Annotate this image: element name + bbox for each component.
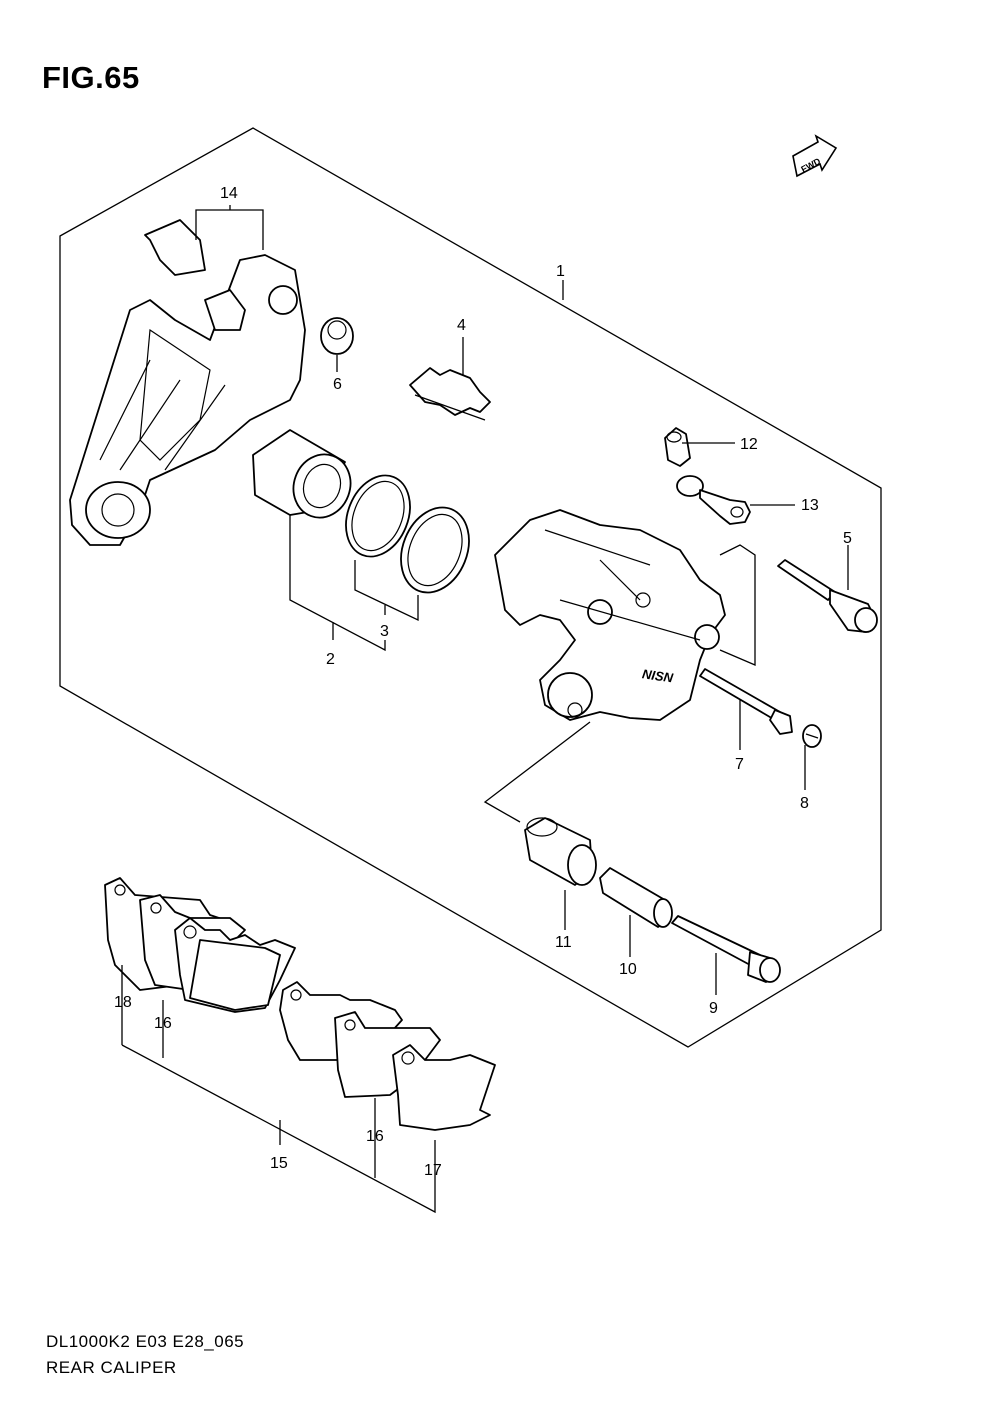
pad-pin-plug-part xyxy=(802,724,822,748)
callout-14: 14 xyxy=(220,185,238,202)
piston-part xyxy=(252,429,352,519)
callout-16b: 16 xyxy=(366,1128,384,1145)
assembly-boundary xyxy=(59,127,882,1048)
callout-1: 1 xyxy=(556,263,565,280)
bushing-part xyxy=(599,867,673,928)
leader-lines xyxy=(121,205,849,1214)
rubber-sleeve-part xyxy=(524,817,597,886)
callout-11: 11 xyxy=(555,934,572,951)
callout-15: 15 xyxy=(270,1155,288,1172)
brake-pad-set-upper xyxy=(104,877,296,1013)
bleeder-cap-part xyxy=(676,475,751,525)
callout-12: 12 xyxy=(740,436,758,453)
caliper-logo: NISN xyxy=(641,666,674,685)
callout-16a: 16 xyxy=(154,1015,172,1032)
caliper-body-part: NISN xyxy=(494,509,726,721)
bleeder-screw-part xyxy=(664,427,691,467)
caliper-pin-part xyxy=(777,559,878,633)
fwd-arrow-icon: FWD xyxy=(792,134,838,178)
callout-5: 5 xyxy=(843,530,852,547)
callout-8: 8 xyxy=(800,795,809,812)
boot-part xyxy=(320,317,354,355)
callout-9: 9 xyxy=(709,1000,718,1017)
callout-10: 10 xyxy=(619,961,637,978)
callout-labels: 1 2 3 4 5 6 7 8 9 10 11 12 13 14 15 16 1… xyxy=(114,185,852,1179)
caliper-bracket-part xyxy=(69,219,306,546)
callout-7: 7 xyxy=(735,756,744,773)
pad-pin-part xyxy=(699,668,793,735)
callout-4: 4 xyxy=(457,317,466,334)
figure-title: FIG.65 xyxy=(42,60,140,95)
mounting-bolt-part xyxy=(671,915,781,983)
callout-2: 2 xyxy=(326,651,335,668)
brake-pad-set-lower xyxy=(279,981,496,1131)
callout-3: 3 xyxy=(380,623,389,640)
pad-spring-part xyxy=(409,367,491,421)
diagram-name: REAR CALIPER xyxy=(46,1358,177,1377)
piston-seal-part xyxy=(345,474,411,558)
callout-17: 17 xyxy=(424,1162,442,1179)
callout-18: 18 xyxy=(114,994,132,1011)
dust-seal-part xyxy=(400,506,470,594)
callout-6: 6 xyxy=(333,376,342,393)
callout-13: 13 xyxy=(801,497,819,514)
diagram-code: DL1000K2 E03 E28_065 xyxy=(46,1332,245,1351)
